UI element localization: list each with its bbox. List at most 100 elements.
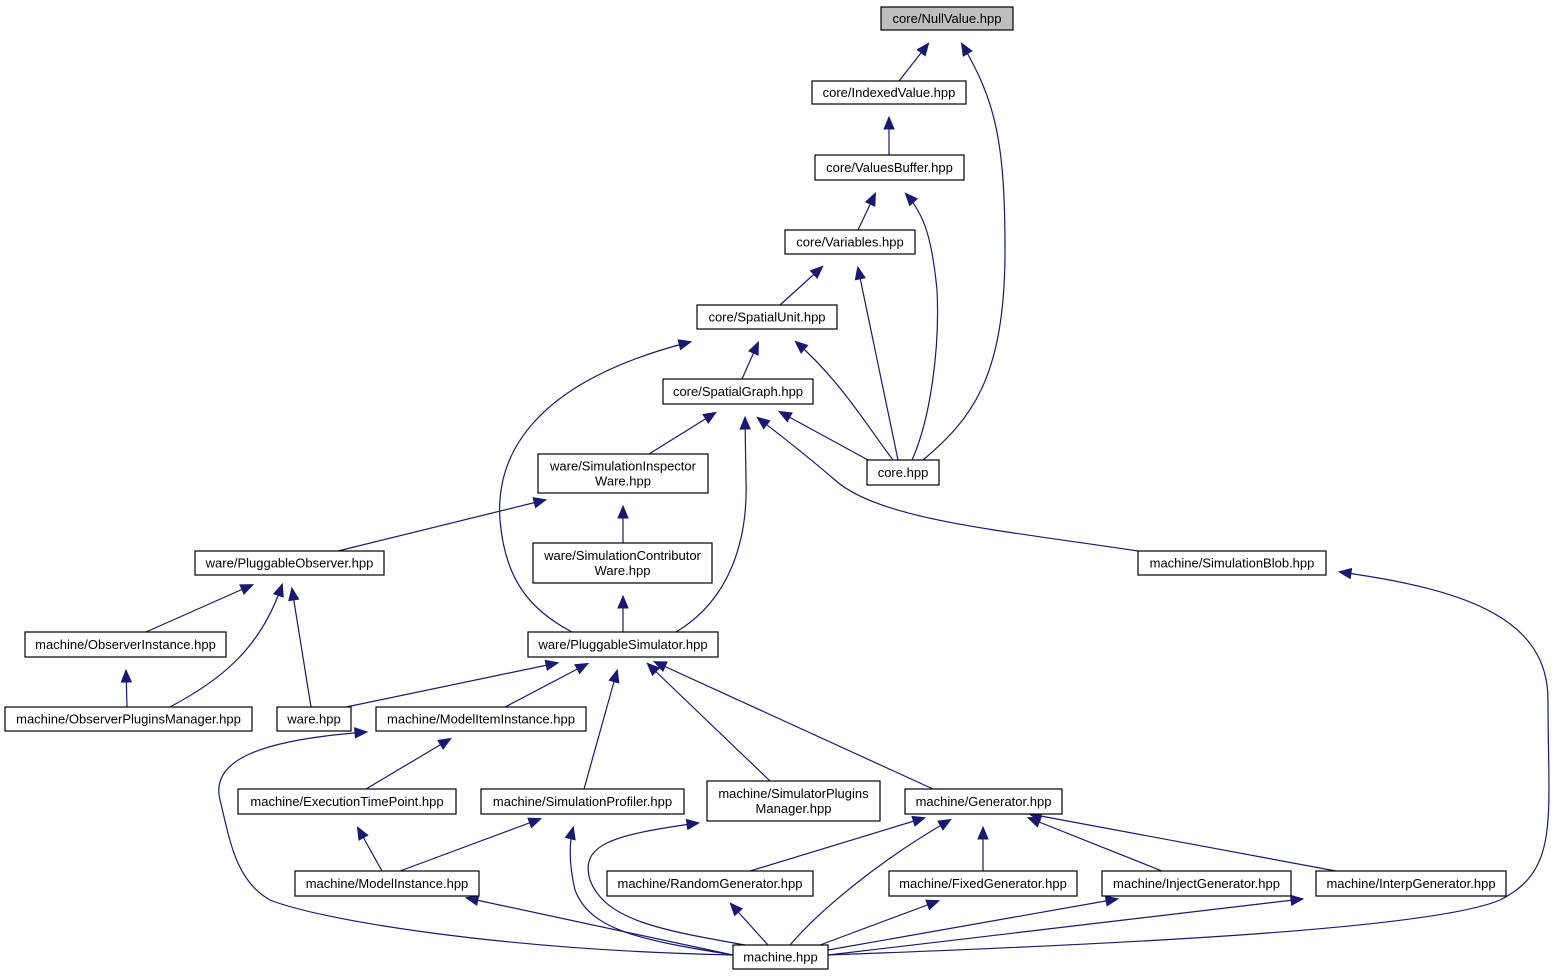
node-label: ware/SimulationInspector: [549, 459, 697, 474]
edge-line: [365, 738, 451, 790]
node-box[interactable]: [696, 304, 838, 330]
edge-modelinstance-to-executiontimepoint: [356, 825, 383, 872]
node-box[interactable]: [706, 780, 881, 822]
edge-machinehpp-to-fixedgen: [819, 899, 941, 946]
node-box[interactable]: [811, 80, 967, 105]
edge-line: [789, 819, 951, 946]
edge-fixedgen-to-generator: [977, 825, 989, 871]
node-box[interactable]: [24, 631, 227, 658]
node-spatialgraph[interactable]: core/SpatialGraph.hpp: [662, 378, 814, 405]
arrowhead-icon: [239, 584, 255, 595]
node-observerinstance[interactable]: machine/ObserverInstance.hpp: [24, 631, 227, 658]
arrowhead-icon: [356, 825, 369, 841]
node-box[interactable]: [276, 706, 352, 732]
edge-executiontimepoint-to-modeliteminstance: [365, 737, 452, 790]
node-box[interactable]: [237, 788, 457, 815]
node-label: machine/ExecutionTimePoint.hpp: [250, 794, 443, 809]
node-box[interactable]: [532, 542, 713, 584]
edge-line: [779, 411, 869, 461]
arrowhead-icon: [574, 662, 590, 675]
node-box[interactable]: [4, 706, 253, 732]
node-box[interactable]: [606, 870, 814, 897]
node-fixedgen[interactable]: machine/FixedGenerator.hpp: [888, 870, 1078, 897]
node-generator[interactable]: machine/Generator.hpp: [904, 788, 1063, 815]
node-box[interactable]: [527, 631, 719, 658]
node-label: machine/ObserverInstance.hpp: [35, 637, 216, 652]
edge-siminspector-to-spatialgraph: [648, 411, 717, 455]
node-box[interactable]: [375, 706, 587, 732]
node-box[interactable]: [1315, 870, 1507, 897]
edge-line: [795, 341, 894, 461]
edge-line: [675, 417, 747, 633]
node-machinehpp[interactable]: machine.hpp: [732, 944, 829, 970]
node-nullvalue[interactable]: core/NullValue.hpp: [880, 6, 1014, 31]
node-box[interactable]: [732, 944, 829, 970]
arrowhead-icon: [777, 410, 793, 423]
arrowhead-icon: [608, 668, 620, 684]
arrowhead-icon: [1104, 895, 1120, 907]
node-observerplugins[interactable]: machine/ObserverPluginsManager.hpp: [4, 706, 253, 732]
edge-machinehpp-to-interpgen: [827, 894, 1305, 956]
node-box[interactable]: [194, 550, 385, 576]
node-box[interactable]: [784, 229, 916, 255]
arrowhead-icon: [937, 818, 952, 831]
node-label: core/IndexedValue.hpp: [823, 85, 956, 100]
arrowhead-icon: [685, 818, 701, 831]
node-box[interactable]: [880, 6, 1014, 31]
node-executiontimepoint[interactable]: machine/ExecutionTimePoint.hpp: [237, 788, 457, 815]
node-modelinstance[interactable]: machine/ModelInstance.hpp: [294, 870, 480, 897]
arrowhead-icon: [652, 661, 668, 673]
node-box[interactable]: [866, 459, 940, 486]
node-box[interactable]: [662, 378, 814, 405]
node-label: machine/RandomGenerator.hpp: [617, 876, 802, 891]
node-warehpp[interactable]: ware.hpp: [276, 706, 352, 732]
node-label: machine/InjectGenerator.hpp: [1113, 876, 1280, 891]
node-box[interactable]: [294, 870, 480, 897]
edge-warehpp-to-pluggableobserver: [288, 586, 312, 708]
arrowhead-icon: [883, 115, 895, 130]
arrowhead-icon: [925, 899, 941, 911]
arrowhead-icon: [437, 737, 452, 750]
node-label: Ware.hpp: [595, 563, 651, 578]
node-spatialunit[interactable]: core/SpatialUnit.hpp: [696, 304, 838, 330]
arrowhead-icon: [527, 817, 543, 829]
node-injectgen[interactable]: machine/InjectGenerator.hpp: [1101, 870, 1292, 897]
edge-line: [218, 731, 734, 956]
edge-line: [749, 817, 925, 872]
node-box[interactable]: [1137, 550, 1327, 576]
node-box[interactable]: [814, 154, 965, 181]
node-indexedvalue[interactable]: core/IndexedValue.hpp: [811, 80, 967, 105]
node-corehpp[interactable]: core.hpp: [866, 459, 940, 486]
node-variables[interactable]: core/Variables.hpp: [784, 229, 916, 255]
edge-line: [654, 661, 934, 790]
node-valuesbuffer[interactable]: core/ValuesBuffer.hpp: [814, 154, 965, 181]
node-modeliteminstance[interactable]: machine/ModelItemInstance.hpp: [375, 706, 587, 732]
node-simblob[interactable]: machine/SimulationBlob.hpp: [1137, 550, 1327, 576]
node-label: machine/InterpGenerator.hpp: [1326, 876, 1495, 891]
node-label: machine/SimulationBlob.hpp: [1150, 556, 1315, 571]
node-pluggablesimulator[interactable]: ware/PluggableSimulator.hpp: [527, 631, 719, 658]
edge-line: [345, 662, 558, 708]
edge-simblob-to-spatialgraph: [756, 416, 1139, 552]
node-randomgen[interactable]: machine/RandomGenerator.hpp: [606, 870, 814, 897]
edge-valuesbuffer-to-indexedvalue: [883, 115, 895, 155]
node-pluggableobserver[interactable]: ware/PluggableObserver.hpp: [194, 550, 385, 576]
edges-layer: [120, 42, 1550, 956]
node-box[interactable]: [904, 788, 1063, 815]
node-box[interactable]: [537, 453, 709, 494]
arrowhead-icon: [617, 594, 629, 609]
node-box[interactable]: [1101, 870, 1292, 897]
arrowhead-icon: [960, 42, 973, 57]
node-box[interactable]: [888, 870, 1078, 897]
node-box[interactable]: [480, 788, 685, 815]
edge-line: [466, 897, 734, 956]
edge-line: [145, 584, 253, 633]
edge-corehpp-to-spatialgraph: [777, 410, 869, 461]
node-simprofiler[interactable]: machine/SimulationProfiler.hpp: [480, 788, 685, 815]
node-interpgen[interactable]: machine/InterpGenerator.hpp: [1315, 870, 1507, 897]
arrowhead-icon: [748, 340, 759, 356]
node-label: Manager.hpp: [756, 801, 832, 816]
